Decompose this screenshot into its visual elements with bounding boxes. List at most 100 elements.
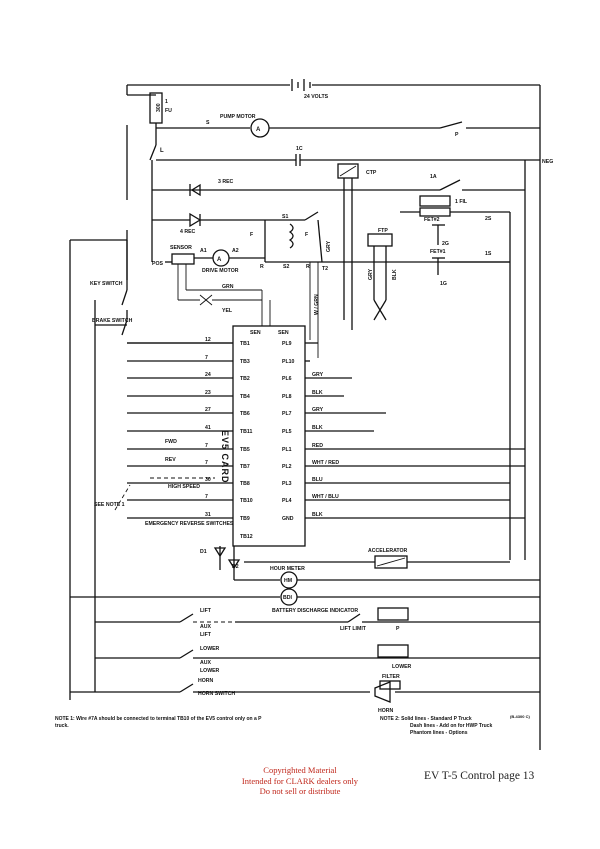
wire-number: 12 — [205, 337, 211, 343]
wire-color-label: BLU — [312, 477, 323, 483]
svg-text:S1: S1 — [282, 214, 288, 220]
svg-text:GRN: GRN — [222, 284, 234, 290]
battery-voltage-label: 24 VOLTS — [304, 94, 329, 100]
battery-symbol: 24 VOLTS — [270, 79, 340, 100]
wire-color-label: BLK — [312, 512, 323, 518]
svg-text:BDI: BDI — [283, 595, 292, 601]
copyright-line-1: Copyrighted Material — [263, 765, 337, 775]
svg-text:BATTERY DISCHARGE INDICATOR: BATTERY DISCHARGE INDICATOR — [272, 608, 358, 614]
svg-text:1S: 1S — [485, 251, 492, 257]
copyright-notice: Copyrighted Material Intended for CLARK … — [220, 765, 380, 797]
terminal-pl10: PL10 — [282, 359, 295, 365]
svg-text:1: 1 — [165, 99, 168, 105]
svg-text:HM: HM — [284, 578, 292, 584]
terminal-pl3: PL3 — [282, 481, 292, 487]
wire-color-label: RED — [312, 443, 323, 449]
terminal-tb11: TB11 — [240, 429, 253, 435]
svg-text:LOWER: LOWER — [200, 668, 220, 674]
svg-text:HORN: HORN — [198, 678, 214, 684]
svg-text:YEL: YEL — [222, 308, 233, 314]
svg-text:BLK: BLK — [392, 269, 398, 280]
terminal-tb3: TB3 — [240, 359, 250, 365]
terminal-tb10: TB10 — [240, 498, 253, 504]
neg-label: NEG — [542, 159, 553, 165]
wire-number: 24 — [205, 372, 211, 378]
svg-text:FET#2: FET#2 — [424, 217, 440, 223]
wire-number: 7 — [205, 443, 208, 449]
svg-text:LIFT: LIFT — [200, 608, 212, 614]
wire-number: 23 — [205, 390, 211, 396]
svg-text:GRY: GRY — [368, 268, 374, 280]
meters: D1 D2 HM HOUR METER BDI BATTERY DISCHARG… — [70, 546, 540, 614]
note-2-line2: Dash lines - Add on for HWP Truck — [410, 723, 493, 729]
svg-text:HORN SWITCH: HORN SWITCH — [198, 691, 235, 697]
svg-text:LIFT LIMIT: LIFT LIMIT — [340, 626, 367, 632]
wire-color-label: WHT / RED — [312, 460, 339, 466]
svg-text:1C: 1C — [296, 146, 303, 152]
wire-color-label: BLK — [312, 425, 323, 431]
pump-motor-circuit: A PUMP MOTOR S P — [156, 114, 540, 138]
direction-switches: FWD REV HIGH SPEED SEE NOTE 1 EMERGENCY … — [94, 439, 234, 527]
drawing-ref: (B-4300 C) — [510, 714, 530, 719]
terminal-tb9: TB9 — [240, 516, 250, 522]
svg-text:A1: A1 — [200, 248, 207, 254]
svg-text:LOWER: LOWER — [200, 646, 220, 652]
svg-text:KEY SWITCH: KEY SWITCH — [90, 281, 123, 287]
svg-text:3 REC: 3 REC — [218, 179, 234, 185]
svg-text:1 FIL: 1 FIL — [455, 199, 468, 205]
svg-text:FILTER: FILTER — [382, 674, 400, 680]
wire-color-label: BLK — [312, 390, 323, 396]
svg-text:HIGH SPEED: HIGH SPEED — [168, 484, 200, 490]
fet-assembly: 1 FIL FET#2 2S 2G FET#1 1G 1S — [400, 195, 511, 560]
ftp-sensor: FTP GRY BLK — [367, 228, 398, 321]
svg-text:W / GRN: W / GRN — [314, 294, 320, 315]
svg-text:POS: POS — [152, 261, 163, 267]
svg-text:FTP: FTP — [378, 228, 388, 234]
svg-text:FU: FU — [165, 108, 172, 114]
svg-text:D1: D1 — [200, 549, 207, 555]
svg-text:A: A — [217, 257, 222, 263]
svg-text:ACCELERATOR: ACCELERATOR — [368, 548, 408, 554]
svg-text:SEE NOTE 1: SEE NOTE 1 — [94, 502, 125, 508]
svg-text:F: F — [305, 232, 308, 238]
wire-number: 7 — [205, 355, 208, 361]
terminal-pl9: PL9 — [282, 341, 292, 347]
svg-text:LIFT: LIFT — [200, 632, 212, 638]
terminal-tb4: TB4 — [240, 394, 250, 400]
wire-number: 30 — [205, 477, 211, 483]
svg-text:SEN: SEN — [278, 330, 289, 336]
terminal-pl2: PL2 — [282, 464, 292, 470]
svg-text:S2: S2 — [283, 264, 289, 270]
ctp-sensor: CTP — [337, 163, 377, 330]
fuse-1: 300 1 FU — [127, 92, 172, 128]
svg-text:HOUR METER: HOUR METER — [270, 566, 305, 572]
svg-text:FWD: FWD — [165, 439, 177, 445]
terminal-pl6: PL6 — [282, 376, 292, 382]
wire-number: 41 — [205, 425, 211, 431]
terminal-tb7: TB7 — [240, 464, 250, 470]
svg-text:GRY: GRY — [326, 240, 332, 252]
svg-text:REV: REV — [165, 457, 176, 463]
terminal-pl8: PL8 — [282, 394, 292, 400]
svg-text:2G: 2G — [442, 241, 449, 247]
terminal-pl1: PL1 — [282, 447, 292, 453]
sensor-wires: GRN YEL W / GRN — [177, 262, 320, 358]
svg-text:AUX: AUX — [200, 624, 211, 630]
svg-text:P: P — [396, 626, 400, 632]
svg-text:300: 300 — [156, 103, 162, 112]
terminal-tb12: TB12 — [240, 534, 253, 540]
svg-text:HORN: HORN — [378, 708, 394, 714]
wire-number: 27 — [205, 407, 211, 413]
page-label: EV T-5 Control page 13 — [424, 770, 535, 782]
note-2-title: NOTE 2: Solid lines - Standard P Truck — [380, 716, 472, 722]
note-2-line3: Phantom lines - Options — [410, 730, 468, 736]
terminal-pl4: PL4 — [282, 498, 292, 504]
drive-motor: POS SENSOR A1 A A2 DRIVE MOTOR T2 F R S1… — [152, 211, 510, 274]
line-contactor: L 1C NEG — [149, 128, 553, 166]
svg-text:SENSOR: SENSOR — [170, 245, 192, 251]
svg-text:AUX: AUX — [200, 660, 211, 666]
svg-text:R: R — [260, 264, 264, 270]
terminal-gnd: GND — [282, 516, 294, 522]
pump-motor-label: PUMP MOTOR — [220, 114, 256, 120]
drive-loop: 3 REC 4 REC 1A — [151, 160, 526, 560]
